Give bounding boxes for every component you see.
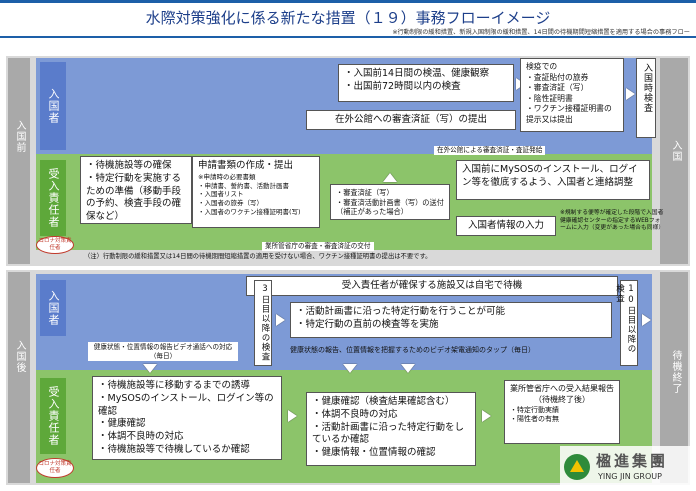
list-item: 健康確認 <box>98 418 276 431</box>
list-item: 待機施設等に移動するまでの誘導 <box>98 380 276 393</box>
list-item: 入国者リスト <box>198 190 314 199</box>
consulate-issue: 在外公館による審査済証・査証発給 <box>434 146 546 155</box>
application-note: ※申請時の必要書類 <box>198 172 256 181</box>
arrow-right <box>482 410 491 422</box>
consulate-submit: 在外公館への審査済証（写）の提出 <box>306 110 516 130</box>
list-item: 体調不良時の対応 <box>98 431 276 444</box>
footnote: （注）行動制限の緩和措置又は14日間の待機期間短縮措置の適用を受けない場合、ワク… <box>84 253 432 260</box>
list-item: 陰性証明書 <box>526 94 618 105</box>
arrow-down <box>343 364 357 373</box>
web-form-note: ※規制する便等が確定した段階で入国者健康確認センターの指定するWEBフォームに入… <box>560 210 665 232</box>
logo-icon <box>564 454 590 480</box>
wait-at-facility: 受入責任者が確保する施設又は自宅で待機 <box>246 276 618 296</box>
arrow-right <box>288 410 297 422</box>
day3-test: 3日目以降の検査 <box>254 280 272 366</box>
list-item: 陽性者の有無 <box>510 415 614 424</box>
post-host-lane-label: 受入責任者 <box>40 378 66 454</box>
list-item: 入国前14日間の検温、健康観察 <box>344 68 508 81</box>
list-item: 審査済証（写） <box>526 83 618 94</box>
host-checks: 健康確認（検査結果確認含む） 体調不良時の対応 活動計画書に沿った特定行動をして… <box>306 392 476 466</box>
pre-phase-column <box>8 58 30 264</box>
arrow-right <box>276 314 285 326</box>
list-item: ワクチン接種証明書の提示又は提出 <box>526 104 618 125</box>
ministry-review: 業所管省庁の審査・審査済証の交付 <box>262 242 374 251</box>
host-support: 待機施設等に移動するまでの誘導 MySOSのインストール、ログイン等の確認 健康… <box>92 376 282 460</box>
report-label: 健康状態・位置情報の報告ビデオ通話への対応（毎日） <box>88 342 238 362</box>
list-item: 特定行動の直前の検査等を実施 <box>296 319 606 332</box>
pre-phase-label: 入国前 <box>14 120 25 153</box>
watermark-logo: 楹進集團 YING JIN GROUP <box>560 446 692 488</box>
ministry-report-title: 業所管省庁への受入結果報告（待機終了後） <box>510 384 614 404</box>
list-item: 待機施設等の確保 <box>86 160 186 173</box>
ministry-report: 業所管省庁への受入結果報告（待機終了後） 特定行動実績 陽性者の有無 <box>504 380 620 444</box>
watermark-en: YING JIN GROUP <box>598 472 662 481</box>
arrow-right <box>642 314 651 326</box>
list-item: 出国前72時間以内の検査 <box>344 81 508 94</box>
list-item: 査証貼付の旅券 <box>526 73 618 84</box>
application-title: 申請書類の作成・提出 <box>198 160 294 171</box>
page-title: 水際対策強化に係る新たな措置（１９）事務フローイメージ <box>145 9 551 27</box>
entrant-info: 入国者情報の入力 <box>456 216 556 236</box>
mysos-coordination: 入国前にMySOSのインストール、ログイン等を徹底するよう、入国者と連絡調整 <box>456 160 650 200</box>
list-item: 体調不良時の対応 <box>312 409 470 422</box>
list-item: 健康情報・位置情報の確認 <box>312 447 470 460</box>
host-prep: 待機施設等の確保特定行動を実施するための準備（移動手段の予約、検査手段の確保など… <box>80 156 192 224</box>
entry-column <box>660 58 688 264</box>
arrow-down <box>401 364 415 373</box>
pre-host-lane-label: 受入責任者 <box>40 160 66 236</box>
post-phase-label: 入国後 <box>14 340 25 373</box>
list-item: 特定行動を実施するための準備（移動手段の予約、検査手段の確保など） <box>86 173 186 224</box>
list-item: 入国者の旅券（写） <box>198 199 314 208</box>
pre-entrant-checks: 入国前14日間の検温、健康観察出国前72時間以内の検査 <box>338 64 514 102</box>
day10-test: 10日目以降の検査 <box>615 280 638 366</box>
arrival-check: 入国時検査 <box>636 58 656 138</box>
list-item: 審査済証（写） <box>336 188 444 198</box>
arrow-down <box>143 364 157 373</box>
corona-badge-pre: コロナ対策責任者 <box>36 236 74 254</box>
list-item: 健康確認（検査結果確認含む） <box>312 396 470 409</box>
wait-end-label: 待機終了 <box>670 350 681 394</box>
activities: 活動計画書に沿った特定行動を行うことが可能特定行動の直前の検査等を実施 <box>290 302 612 338</box>
list-item: MySOSのインストール、ログイン等の確認 <box>98 393 276 419</box>
application-docs: 申請書類の作成・提出 ※申請時の必要書類 申請書、誓約書、活動計画書 入国者リス… <box>192 156 320 228</box>
send-docs: 審査済証（写）審査済活動計画書（写）の送付（補正があった場合） <box>330 184 450 220</box>
page-subtitle: ※行動制限の緩和措置、新規入国制限の緩和措置、14日間の待機期間短縮措置を適用す… <box>392 29 690 36</box>
watermark-cn: 楹進集團 <box>596 452 669 470</box>
list-item: 申請書、誓約書、活動計画書 <box>198 182 314 191</box>
list-item: 活動計画書に沿った特定行動を行うことが可能 <box>296 306 606 319</box>
arrow-up <box>383 173 397 182</box>
list-item: 活動計画書に沿った特定行動をしているか確認 <box>312 422 470 448</box>
post-entrant-lane-label: 入国者 <box>40 280 66 336</box>
video-tap: 健康状態の報告、位置情報を把握するためのビデオ架電通知のタップ（毎日） <box>290 346 535 354</box>
list-item: 待機施設等で待機しているか確認 <box>98 444 276 457</box>
entry-label: 入国 <box>670 140 681 162</box>
title-bar <box>0 0 696 38</box>
list-item: 審査済活動計画書（写）の送付（補正があった場合） <box>336 198 444 217</box>
quarantine-docs-title: 検疫での <box>526 62 558 71</box>
post-phase-column <box>8 272 30 483</box>
list-item: 入国者のワクチン接種証明書(写) <box>198 208 314 217</box>
pre-entrant-lane-label: 入国者 <box>40 62 66 150</box>
quarantine-docs: 検疫での 査証貼付の旅券 審査済証（写） 陰性証明書 ワクチン接種証明書の提示又… <box>520 58 624 132</box>
arrow-right <box>626 88 635 100</box>
list-item: 特定行動実績 <box>510 406 614 415</box>
corona-badge-post: コロナ対策責任者 <box>36 458 74 478</box>
